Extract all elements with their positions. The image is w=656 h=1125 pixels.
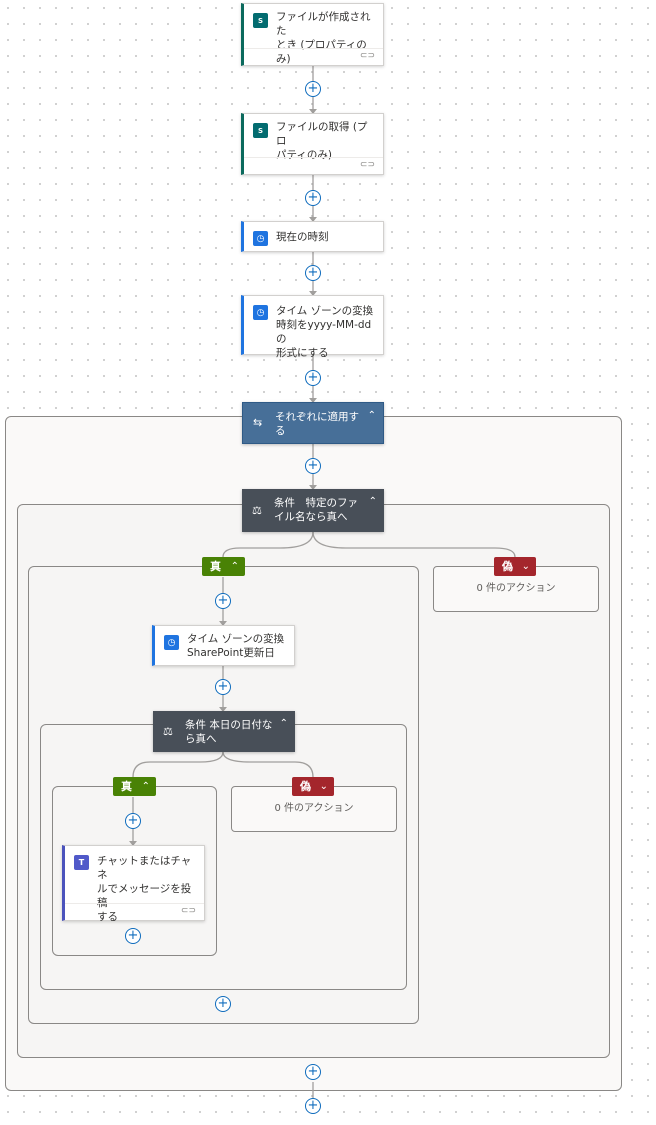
add-step-button[interactable]: + <box>125 813 141 829</box>
add-step-button[interactable]: + <box>215 593 231 609</box>
chevron-up-icon: ⌃ <box>141 781 150 792</box>
card-title: タイム ゾーンの変換 SharePoint更新日 <box>187 633 285 659</box>
clock-icon: ◷ <box>164 635 179 650</box>
chevron-up-icon[interactable]: ⌃ <box>368 496 377 507</box>
chevron-up-icon: ⌃ <box>230 561 239 572</box>
loop-icon: ⇆ <box>253 416 263 429</box>
condition-2-false-tag[interactable]: 偽 ⌄ <box>292 777 334 796</box>
card-title: タイム ゾーンの変換 時刻をyyyy-MM-ddの 形式にする <box>276 305 374 359</box>
true-label: 真 <box>210 560 221 573</box>
add-step-button[interactable]: + <box>305 370 321 386</box>
add-step-button[interactable]: + <box>305 1098 321 1114</box>
apply-to-each-header[interactable]: ⇆ それぞれに適用す る ⌃ <box>242 402 384 444</box>
add-step-button[interactable]: + <box>305 1064 321 1080</box>
post-message-card[interactable]: T チャットまたはチャネ ルでメッセージを投稿 する ⊂⊃ <box>62 845 205 923</box>
link-icon: ⊂⊃ <box>180 906 196 916</box>
chevron-up-icon[interactable]: ⌃ <box>279 718 288 729</box>
link-icon: ⊂⊃ <box>359 51 375 61</box>
card-title: ファイルの取得 (プロ パティのみ) <box>276 121 368 161</box>
sharepoint-icon: S <box>253 123 268 138</box>
trigger-file-created-card[interactable]: S ファイルが作成された とき (プロパティのみ) ⊂⊃ <box>241 3 384 66</box>
chevron-down-icon: ⌄ <box>319 781 328 792</box>
header-title: 条件 特定のファ イル名なら真へ <box>274 497 358 523</box>
empty-actions-text: 0 件のアクション <box>274 803 354 814</box>
card-footer <box>244 157 383 174</box>
clock-icon: ◷ <box>253 231 268 246</box>
chevron-up-icon[interactable]: ⌃ <box>367 410 376 421</box>
sharepoint-icon: S <box>253 13 268 28</box>
condition-1-header[interactable]: ⚖ 条件 特定のファ イル名なら真へ ⌃ <box>242 489 384 532</box>
card-title: チャットまたはチャネ ルでメッセージを投稿 する <box>97 855 192 923</box>
false-label: 偽 <box>300 780 311 793</box>
get-file-properties-card[interactable]: S ファイルの取得 (プロ パティのみ) ⊂⊃ <box>241 113 384 175</box>
add-step-button[interactable]: + <box>305 190 321 206</box>
condition-icon: ⚖ <box>252 503 262 517</box>
add-step-button[interactable]: + <box>125 928 141 944</box>
link-icon: ⊂⊃ <box>359 160 375 170</box>
condition-icon: ⚖ <box>163 724 173 738</box>
add-step-button[interactable]: + <box>305 81 321 97</box>
condition-1-false-tag[interactable]: 偽 ⌄ <box>494 557 536 576</box>
true-label: 真 <box>121 780 132 793</box>
add-step-button[interactable]: + <box>215 996 231 1012</box>
card-title: 現在の時刻 <box>276 231 329 243</box>
chevron-down-icon: ⌄ <box>521 561 530 572</box>
add-step-button[interactable]: + <box>215 679 231 695</box>
condition-2-header[interactable]: ⚖ 条件 本日の日付な ら真へ ⌃ <box>153 711 295 752</box>
condition-2-true-tag[interactable]: 真 ⌃ <box>113 777 156 796</box>
header-title: 条件 本日の日付な ら真へ <box>185 719 273 745</box>
clock-icon: ◷ <box>253 305 268 320</box>
current-time-card[interactable]: ◷ 現在の時刻 <box>241 221 384 252</box>
condition-1-false-branch-box[interactable]: 0 件のアクション <box>433 566 599 612</box>
convert-time-zone-card-1[interactable]: ◷ タイム ゾーンの変換 時刻をyyyy-MM-ddの 形式にする <box>241 295 384 359</box>
card-footer <box>65 903 204 920</box>
add-step-button[interactable]: + <box>305 265 321 281</box>
empty-actions-text: 0 件のアクション <box>476 583 556 594</box>
header-title: それぞれに適用す る <box>275 411 359 437</box>
false-label: 偽 <box>502 560 513 573</box>
card-footer <box>244 48 383 65</box>
add-step-button[interactable]: + <box>305 458 321 474</box>
teams-icon: T <box>74 855 89 870</box>
convert-time-zone-card-2[interactable]: ◷ タイム ゾーンの変換 SharePoint更新日 <box>152 625 295 666</box>
condition-1-true-tag[interactable]: 真 ⌃ <box>202 557 245 576</box>
